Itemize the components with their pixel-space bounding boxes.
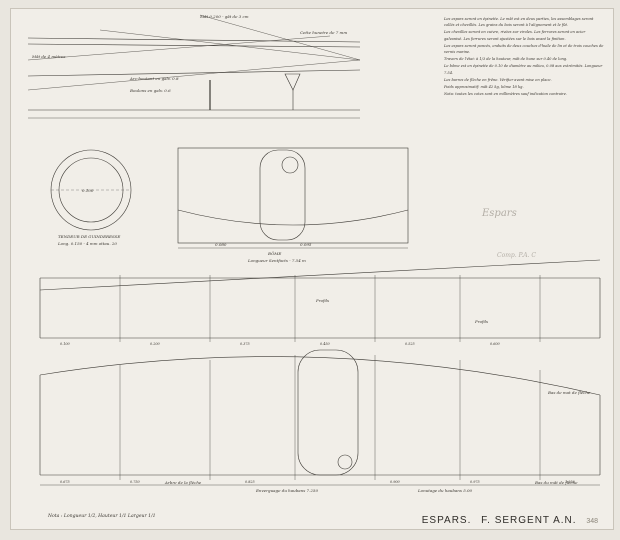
rigging-line-4 [27, 35, 331, 61]
drawing-sheet [10, 8, 614, 530]
scale-note: Nota : Longueur 1/2, Hauteur 1/1 Largeur… [48, 514, 156, 519]
svg-text:0.975: 0.975 [470, 480, 480, 484]
station-ticks [119, 275, 541, 480]
drawing-title: ESPARS. [421, 515, 472, 526]
dimension-labels: 0.100 0.200 0.375 0.450 0.525 0.600 0.67… [60, 342, 576, 484]
label-end: Bas de mat de flèche [547, 390, 591, 395]
boom-wood-section [259, 149, 306, 241]
label-boom-length: Longueur Sentfacts - 7.54 m [247, 258, 306, 263]
note-line: Les espars seront poncés, enduits de deu… [444, 43, 604, 55]
label-diameter: 0.100 [82, 188, 94, 193]
label-mast-top-right: Cette hunetre de 7 mm [300, 30, 347, 35]
archive-stamp-sub: Comp. P.A. C [497, 252, 537, 259]
svg-text:0.825: 0.825 [245, 480, 255, 484]
note-line: Nota: toutes les cotes sont en millimètr… [444, 92, 568, 97]
note-line: Poids approximatif: mât 42 kg, bôme 18 k… [444, 85, 524, 90]
label-mast-top-mid: Mât 0.200 - gât de 3 cm [199, 14, 249, 19]
svg-text:0.450: 0.450 [320, 342, 331, 346]
svg-text:0.375: 0.375 [240, 342, 250, 346]
svg-text:0.675: 0.675 [60, 480, 70, 484]
rigging-line-3 [27, 59, 361, 91]
svg-text:1.050: 1.050 [565, 480, 576, 484]
boom-bolt-hole [281, 156, 299, 174]
spar-wood-section [297, 349, 359, 476]
mast-profile-bottom [27, 43, 361, 48]
label-boom-depth: 0.095 [300, 242, 312, 247]
svg-text:0.750: 0.750 [130, 480, 141, 484]
svg-text:0.600: 0.600 [490, 342, 501, 346]
rigging-line-1 [99, 29, 361, 61]
title-block: ESPARS. F. SERGENT A.N. 348 [422, 515, 604, 526]
label-sail-track-2: Bas du mât de flèche [534, 480, 578, 485]
note-line: Les espars seront en épinette. Le mât es… [444, 17, 594, 28]
spec-notes: Les espars seront en épinette. Le mât es… [444, 16, 604, 98]
archive-stamp: Espars [482, 208, 517, 219]
spar-bolt-hole [337, 454, 353, 470]
note-line: Les chevilles seront en cuivre, rivées s… [444, 30, 586, 41]
spar-upper-taper [39, 259, 601, 291]
label-detail-2: Boulons en galv. 0.6 [129, 88, 171, 93]
fitting-detail [284, 73, 301, 91]
label-mast-section: TENDEUR DE GUINDERESSE [58, 234, 120, 239]
svg-text:0.100: 0.100 [60, 342, 71, 346]
label-detail-1: Arc-boutant en galv. 0.8 [129, 76, 179, 81]
label-profile-2: Profils [474, 319, 488, 324]
label-mast-top-left: Mât de 4 mètres [31, 54, 65, 59]
svg-text:0.200: 0.200 [150, 342, 161, 346]
drawing-author: F. SERGENT A.N. [481, 515, 577, 526]
note-line: Travers de l'étai: à 1/3 de la hauteur, … [444, 57, 568, 62]
label-mast-section-sub: Long. 0.150 - 4 mm ottau. 20 [57, 241, 117, 246]
note-line: Les barres de flèche en frêne. Vérifier … [444, 77, 552, 82]
label-sail-track: Arbre de la flèche [164, 480, 202, 485]
svg-text:0.900: 0.900 [390, 480, 401, 484]
mast-profile-top [27, 37, 361, 43]
label-boom-width: 0.080 [215, 242, 227, 247]
label-boom: BÔME [267, 251, 281, 256]
label-profile-1: Profils [315, 298, 329, 303]
label-measure-right: Lonutage du haubans 5.00 [417, 488, 473, 493]
boom-curve [177, 209, 409, 226]
label-measure-left: Enverguage du haubans 7.250 [255, 488, 318, 493]
boom-outline [177, 147, 409, 244]
mast-lower-top [27, 69, 361, 77]
spar-lower-curve [39, 356, 601, 396]
sheet-number: 348 [586, 518, 598, 525]
rigging-line-2 [199, 14, 361, 61]
svg-text:0.525: 0.525 [405, 342, 415, 346]
note-line: Le bôme est en épinette de 0.10 de diamè… [444, 64, 603, 75]
